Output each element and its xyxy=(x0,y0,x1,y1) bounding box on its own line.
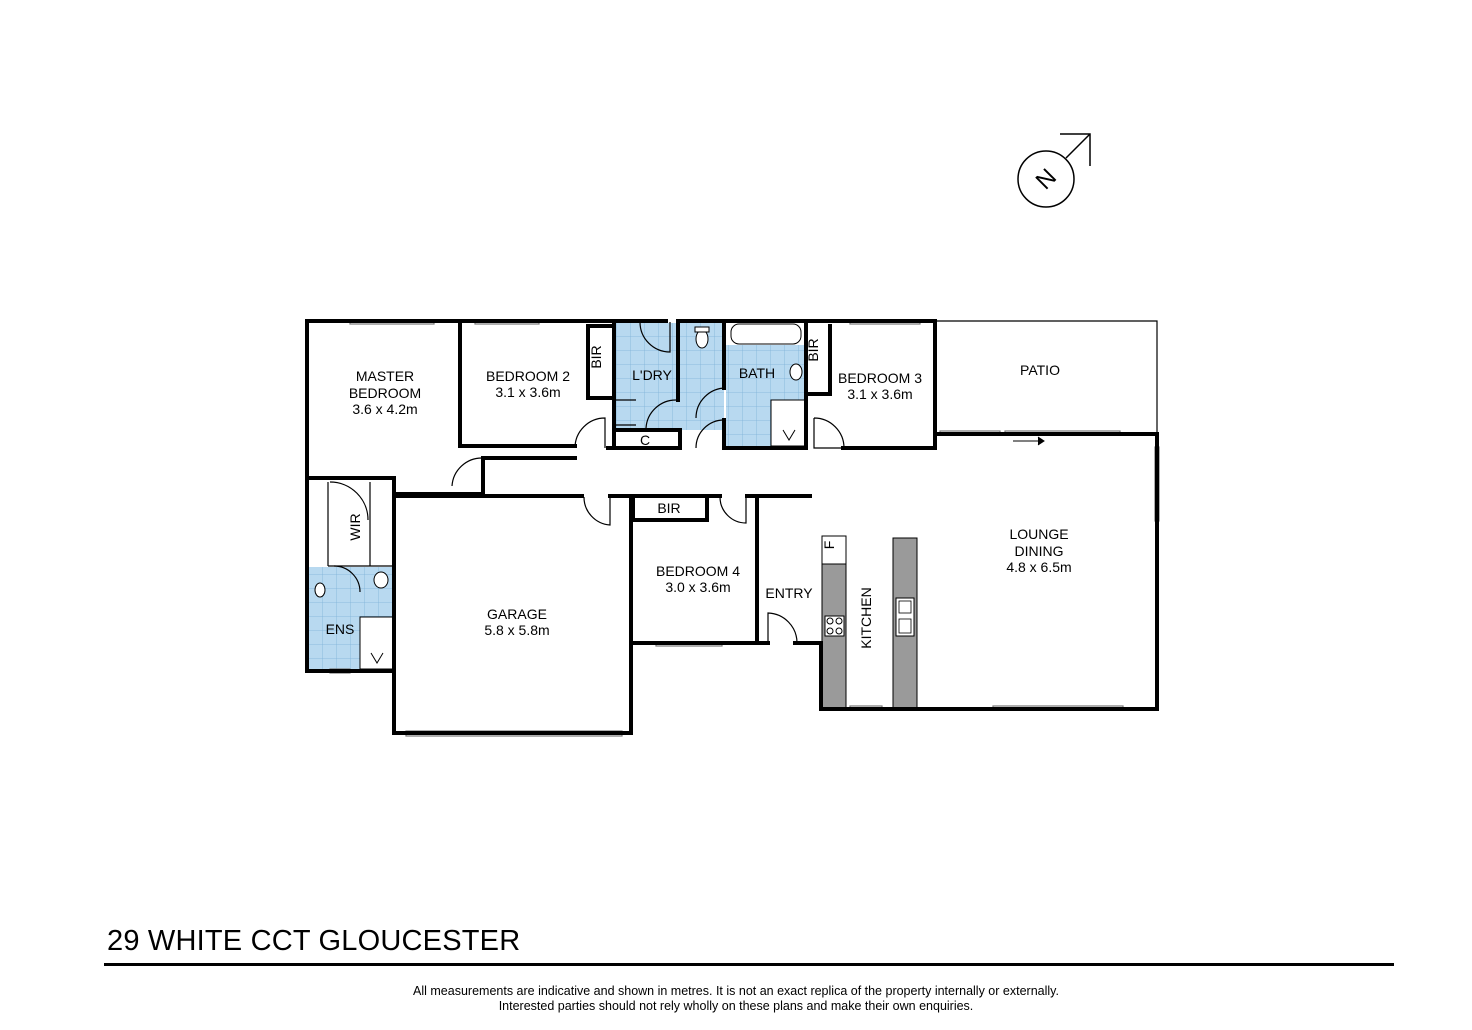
ensuite-basin-icon xyxy=(314,582,326,598)
bedroom-2-size: 3.1 x 3.6m xyxy=(495,384,560,400)
lounge-label: LOUNGE xyxy=(1009,526,1068,542)
wir-label: WIR xyxy=(347,513,363,540)
fridge-space xyxy=(821,535,847,565)
walls xyxy=(305,319,1159,735)
dining-label: DINING xyxy=(1015,543,1064,559)
bath-label: BATH xyxy=(739,365,775,381)
disclaimer-line-1: All measurements are indicative and show… xyxy=(413,984,1059,998)
fridge-label: F xyxy=(821,541,837,550)
kitchen-sink-icon xyxy=(895,597,915,637)
garage-label: GARAGE xyxy=(487,606,547,622)
bedroom-2-label: BEDROOM 2 xyxy=(486,368,570,384)
ensuite-label: ENS xyxy=(326,621,355,637)
entry-label: ENTRY xyxy=(765,585,813,601)
bedroom-3-label: BEDROOM 3 xyxy=(838,370,922,386)
bedroom-4-size: 3.0 x 3.6m xyxy=(665,579,730,595)
doors xyxy=(329,321,845,644)
bir-bedroom-4-label: BIR xyxy=(657,500,680,516)
garage-size: 5.8 x 5.8m xyxy=(484,622,549,638)
property-address: 29 WHITE CCT GLOUCESTER xyxy=(107,925,521,957)
lounge-dining-size: 4.8 x 6.5m xyxy=(1006,559,1071,575)
bath-basin-icon xyxy=(789,363,803,381)
patio-outline xyxy=(935,320,1158,432)
kitchen-label: KITCHEN xyxy=(858,587,874,648)
ensuite-toilet-icon xyxy=(373,571,389,589)
patio-label: PATIO xyxy=(1020,362,1060,378)
toilet-icon xyxy=(695,329,709,349)
master-bedroom-label-2: BEDROOM xyxy=(349,385,421,401)
disclaimer-line-2: Interested parties should not rely wholl… xyxy=(498,999,974,1013)
bedroom-3-size: 3.1 x 3.6m xyxy=(847,386,912,402)
cooktop-icon xyxy=(824,615,845,637)
title-rule xyxy=(104,963,1394,966)
laundry-label: L'DRY xyxy=(632,367,672,383)
ensuite-shower-icon xyxy=(359,616,394,670)
master-bedroom-size: 3.6 x 4.2m xyxy=(352,401,417,417)
bir-bedroom-2-label: BIR xyxy=(588,345,604,368)
disclaimer: All measurements are indicative and show… xyxy=(0,984,1472,1014)
master-bedroom-label: MASTER xyxy=(356,368,414,384)
bathtub-icon xyxy=(730,323,802,345)
north-compass-icon: N xyxy=(1017,133,1091,208)
cupboard-label: C xyxy=(640,432,650,448)
compass-label: N xyxy=(1031,164,1062,195)
bedroom-4-label: BEDROOM 4 xyxy=(656,563,740,579)
room-labels: MASTER BEDROOM 3.6 x 4.2m BEDROOM 2 3.1 … xyxy=(326,338,1072,648)
bir-bedroom-3-label: BIR xyxy=(805,338,821,361)
